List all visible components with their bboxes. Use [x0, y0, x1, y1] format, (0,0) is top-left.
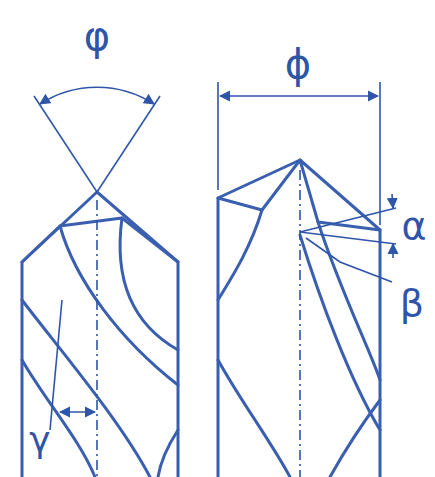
angle-symbol: ϕ	[285, 44, 311, 84]
angle-symbol: φ	[84, 16, 110, 56]
angle-symbol: β	[400, 284, 424, 322]
angle-symbol: α	[401, 207, 426, 245]
angle-symbol: γ	[29, 422, 50, 458]
